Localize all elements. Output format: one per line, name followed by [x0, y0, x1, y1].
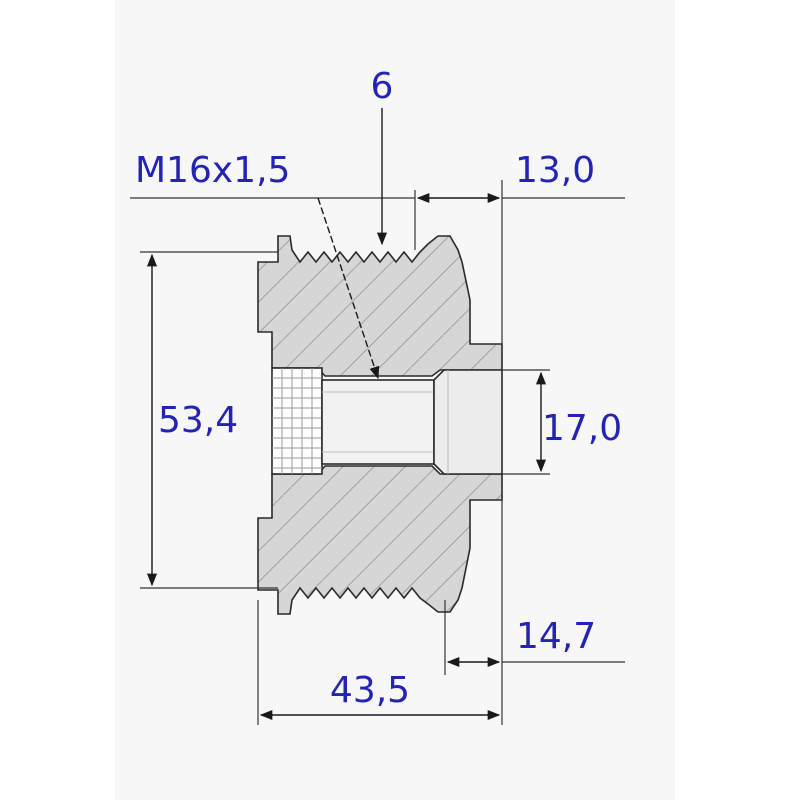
label-outer-diameter: 53,4 [158, 400, 238, 441]
label-rear-length: 14,7 [516, 616, 596, 657]
dimension-labels: 6 M16x1,5 13,0 53,4 17,0 14,7 43,5 [135, 66, 622, 711]
bore [271, 367, 503, 475]
bore-counterbore [433, 369, 503, 475]
label-thread: M16x1,5 [135, 150, 290, 191]
extension-lines [130, 180, 625, 725]
label-groove-count: 6 [371, 66, 394, 107]
dimension-lines [146, 108, 547, 721]
label-front-length: 13,0 [515, 150, 595, 191]
bore-spline [271, 367, 323, 475]
pulley-body [257, 235, 503, 615]
bore-thread [321, 379, 435, 465]
label-bore-diameter: 17,0 [542, 408, 622, 449]
pulley-lower-section [257, 465, 503, 615]
dim-thread-leader [317, 197, 380, 380]
pulley-upper-section [257, 235, 503, 377]
spline-teeth [272, 368, 322, 474]
label-total-length: 43,5 [330, 670, 410, 711]
